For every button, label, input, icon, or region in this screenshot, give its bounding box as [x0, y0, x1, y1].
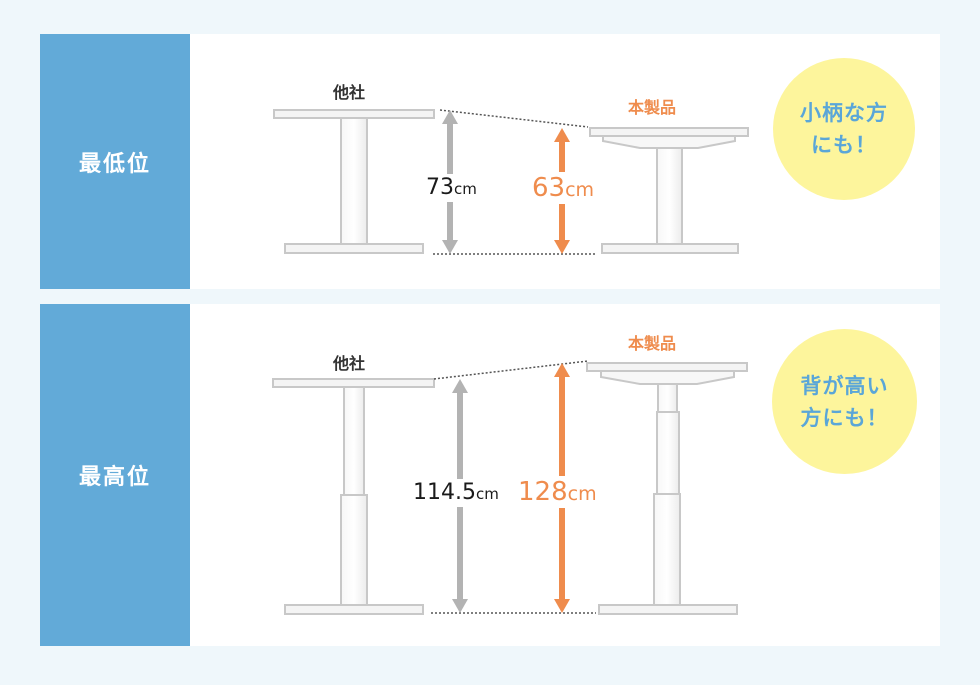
- competitor-label: 他社: [333, 354, 366, 373]
- product-label: 本製品: [628, 334, 677, 353]
- panel-label: 最低位: [40, 34, 190, 289]
- product-height-value: 128cm: [518, 476, 597, 508]
- panel-label: 最高位: [40, 304, 190, 646]
- height-number: 63: [532, 173, 566, 203]
- lowest-position-panel: 最低位: [40, 34, 940, 289]
- height-number: 73: [426, 175, 454, 200]
- callout-bubble: 小柄な方 にも！: [773, 58, 915, 200]
- competitor-desk-icon: [273, 109, 435, 254]
- competitor-height-value: 114.5cm: [413, 479, 499, 507]
- height-number: 128: [518, 477, 568, 507]
- callout-bubble: 背が高い 方にも！: [772, 329, 917, 474]
- product-label: 本製品: [628, 98, 677, 117]
- competitor-desk-icon: [272, 378, 435, 615]
- bubble-line-2: にも！: [811, 133, 877, 157]
- bubble-line-1: 小柄な方: [800, 101, 888, 125]
- height-unit: cm: [565, 179, 595, 201]
- height-unit: cm: [475, 485, 499, 503]
- highest-position-panel: 最高位: [40, 304, 940, 646]
- bubble-line-1: 背が高い: [800, 373, 889, 398]
- bubble-line-2: 方にも！: [800, 405, 889, 430]
- height-unit: cm: [454, 180, 477, 198]
- product-height-value: 63cm: [532, 172, 595, 204]
- height-unit: cm: [567, 483, 597, 505]
- height-number: 114.5: [413, 480, 476, 505]
- competitor-label: 他社: [333, 83, 366, 102]
- competitor-height-value: 73cm: [426, 174, 477, 202]
- desk-comparison-diagram: [273, 109, 749, 255]
- product-desk-icon: [589, 127, 749, 254]
- product-desk-icon: [586, 362, 748, 615]
